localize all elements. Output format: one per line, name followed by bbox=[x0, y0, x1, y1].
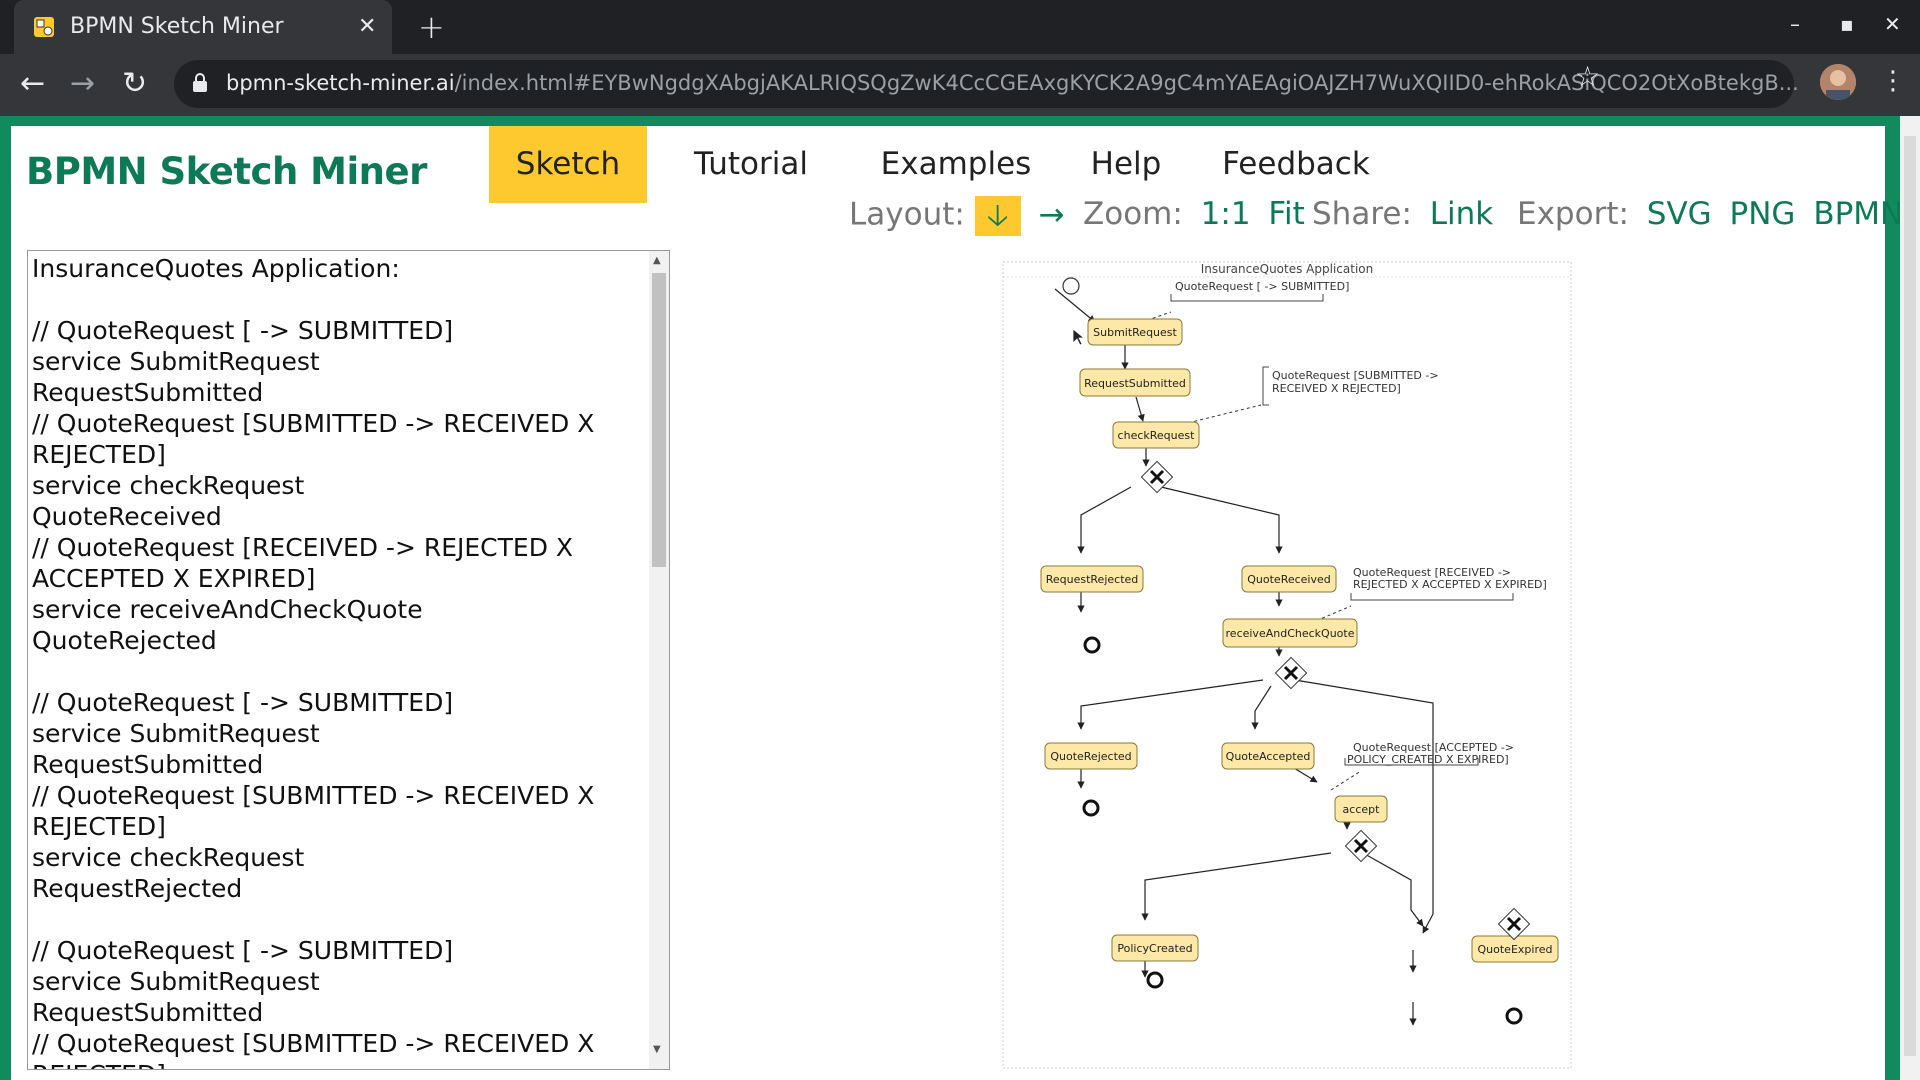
xor-gateway-3[interactable] bbox=[1344, 829, 1378, 863]
new-tab-icon[interactable]: + bbox=[418, 8, 445, 46]
end-event-3[interactable] bbox=[1146, 971, 1164, 989]
task-quote-received[interactable]: QuoteReceived bbox=[1241, 565, 1337, 593]
mouse-cursor-icon bbox=[1072, 328, 1086, 346]
url-text: bpmn-sketch-miner.ai/index.html#EYBwNgdg… bbox=[226, 71, 1799, 95]
page-scroll-thumb[interactable] bbox=[1904, 136, 1916, 1056]
bpmn-diagram: InsuranceQuotes Application bbox=[1002, 261, 1572, 1069]
svg-text:QuoteRequest [ -> SUBMITTED]: QuoteRequest [ -> SUBMITTED] bbox=[1175, 280, 1349, 293]
text-annotation-2: QuoteRequest [SUBMITTED -> RECEIVED X RE… bbox=[1262, 366, 1439, 406]
editor-content[interactable]: InsuranceQuotes Application: // QuoteReq… bbox=[32, 254, 595, 1069]
lock-icon bbox=[193, 73, 207, 92]
task-receive-and-check-quote[interactable]: receiveAndCheckQuote bbox=[1222, 618, 1358, 648]
layout-vertical-arrow-icon[interactable]: 🡣 bbox=[974, 196, 1021, 236]
export-controls: Export: SVG PNG BPMN bbox=[1517, 196, 1903, 232]
end-event-2[interactable] bbox=[1082, 799, 1100, 817]
start-event[interactable] bbox=[1062, 277, 1080, 295]
address-bar[interactable]: bpmn-sketch-miner.ai/index.html#EYBwNgdg… bbox=[174, 60, 1799, 108]
scroll-up-arrow-icon[interactable]: ▲ bbox=[653, 255, 661, 266]
app-brand[interactable]: BPMN Sketch Miner bbox=[26, 150, 427, 193]
task-quote-expired[interactable]: QuoteExpired bbox=[1471, 935, 1559, 963]
tab-title: BPMN Sketch Miner bbox=[70, 14, 284, 39]
svg-text:RequestRejected: RequestRejected bbox=[1046, 573, 1139, 586]
svg-text:QuoteReceived: QuoteReceived bbox=[1247, 573, 1331, 586]
task-policy-created[interactable]: PolicyCreated bbox=[1111, 934, 1199, 962]
export-bpmn-link[interactable]: BPMN bbox=[1813, 196, 1904, 232]
nav-tab-sketch[interactable]: Sketch bbox=[489, 126, 647, 203]
svg-text:checkRequest: checkRequest bbox=[1118, 429, 1196, 442]
profile-avatar[interactable] bbox=[1820, 64, 1856, 100]
editor-scrollbar[interactable]: ▲ ▼ bbox=[649, 251, 669, 1069]
xor-gateway-2[interactable] bbox=[1274, 656, 1308, 690]
svg-text:accept: accept bbox=[1343, 803, 1381, 816]
task-submit-request[interactable]: SubmitRequest bbox=[1087, 318, 1183, 346]
nav-tab-tutorial[interactable]: Tutorial bbox=[694, 146, 808, 182]
url-path: /index.html#EYBwNgdgXAbgjAKALRIQSQgZwK4C… bbox=[454, 71, 1799, 95]
pool-title: InsuranceQuotes Application bbox=[1201, 262, 1373, 276]
task-quote-accepted[interactable]: QuoteAccepted bbox=[1221, 742, 1315, 770]
zoom-fit-link[interactable]: Fit bbox=[1268, 196, 1305, 232]
bookmark-star-icon[interactable]: ☆ bbox=[1575, 60, 1601, 93]
app-content: BPMN Sketch Miner Sketch Tutorial Exampl… bbox=[11, 126, 1903, 1080]
svg-text:receiveAndCheckQuote: receiveAndCheckQuote bbox=[1226, 627, 1355, 640]
text-annotation-1: QuoteRequest [ -> SUBMITTED] bbox=[1170, 280, 1349, 302]
zoom-1to1-link[interactable]: 1:1 bbox=[1200, 196, 1251, 232]
task-quote-rejected[interactable]: QuoteRejected bbox=[1044, 742, 1138, 770]
back-icon[interactable]: ← bbox=[20, 66, 46, 101]
svg-text:SubmitRequest: SubmitRequest bbox=[1093, 326, 1177, 339]
sequence-flows bbox=[1054, 288, 1434, 1026]
task-request-rejected[interactable]: RequestRejected bbox=[1040, 565, 1144, 593]
nav-tab-help[interactable]: Help bbox=[1090, 146, 1162, 182]
end-event-4[interactable] bbox=[1505, 1007, 1523, 1025]
layout-controls: Layout: 🡣 → bbox=[849, 196, 1065, 236]
svg-text:REJECTED X ACCEPTED X EXPIRED]: REJECTED X ACCEPTED X EXPIRED] bbox=[1353, 578, 1547, 591]
page-scrollbar[interactable] bbox=[1900, 116, 1920, 1080]
svg-text:QuoteAccepted: QuoteAccepted bbox=[1226, 750, 1311, 763]
svg-text:RequestSubmitted: RequestSubmitted bbox=[1084, 377, 1186, 390]
layout-horizontal-arrow-icon[interactable]: → bbox=[1038, 196, 1065, 233]
svg-text:QuoteRequest [ACCEPTED ->: QuoteRequest [ACCEPTED -> bbox=[1353, 741, 1514, 754]
editor-scroll-thumb[interactable] bbox=[652, 273, 666, 567]
xor-gateway-1[interactable] bbox=[1140, 460, 1174, 494]
svg-text:POLICY_CREATED X EXPIRED]: POLICY_CREATED X EXPIRED] bbox=[1347, 753, 1509, 766]
xor-gateway-4[interactable] bbox=[1497, 907, 1531, 941]
nav-tab-feedback[interactable]: Feedback bbox=[1222, 146, 1370, 182]
forward-icon[interactable]: → bbox=[70, 66, 96, 101]
nav-tab-examples[interactable]: Examples bbox=[880, 146, 1032, 182]
text-annotation-3: QuoteRequest [RECEIVED -> REJECTED X ACC… bbox=[1350, 566, 1547, 601]
browser-tab-strip: BPMN Sketch Miner ✕ + – ▪ ✕ bbox=[0, 0, 1920, 54]
zoom-controls: Zoom: 1:1 Fit bbox=[1083, 196, 1305, 232]
reload-icon[interactable]: ↻ bbox=[122, 66, 148, 101]
maximize-icon[interactable]: ▪ bbox=[1840, 12, 1854, 36]
share-label: Share: bbox=[1312, 196, 1412, 232]
svg-text:QuoteExpired: QuoteExpired bbox=[1478, 943, 1553, 956]
sketch-text-editor[interactable]: InsuranceQuotes Application: // QuoteReq… bbox=[27, 250, 670, 1070]
browser-toolbar: ← → ↻ bpmn-sketch-miner.ai/index.html#EY… bbox=[0, 54, 1920, 116]
browser-tab[interactable]: BPMN Sketch Miner ✕ bbox=[14, 0, 392, 54]
close-window-icon[interactable]: ✕ bbox=[1884, 12, 1901, 36]
task-accept[interactable]: accept bbox=[1334, 795, 1388, 823]
task-check-request[interactable]: checkRequest bbox=[1112, 421, 1200, 449]
zoom-label: Zoom: bbox=[1083, 196, 1183, 232]
layout-label: Layout: bbox=[849, 196, 965, 233]
menu-dots-icon[interactable]: ⋮ bbox=[1880, 66, 1906, 96]
text-annotation-4: QuoteRequest [ACCEPTED -> POLICY_CREATED… bbox=[1344, 741, 1514, 766]
svg-text:PolicyCreated: PolicyCreated bbox=[1117, 942, 1192, 955]
share-link[interactable]: Link bbox=[1429, 196, 1494, 232]
share-controls: Share: Link bbox=[1312, 196, 1493, 232]
tab-close-icon[interactable]: ✕ bbox=[358, 14, 377, 39]
url-host: bpmn-sketch-miner.ai bbox=[226, 71, 455, 95]
export-svg-link[interactable]: SVG bbox=[1646, 196, 1712, 232]
svg-text:QuoteRejected: QuoteRejected bbox=[1050, 750, 1131, 763]
minimize-icon[interactable]: – bbox=[1790, 12, 1800, 36]
export-png-link[interactable]: PNG bbox=[1729, 196, 1796, 232]
task-request-submitted[interactable]: RequestSubmitted bbox=[1079, 368, 1191, 397]
app-page: BPMN Sketch Miner Sketch Tutorial Exampl… bbox=[0, 116, 1920, 1080]
scroll-down-arrow-icon[interactable]: ▼ bbox=[653, 1044, 661, 1055]
end-event-1[interactable] bbox=[1083, 636, 1101, 654]
app-favicon-icon bbox=[34, 17, 54, 37]
export-label: Export: bbox=[1517, 196, 1629, 232]
svg-text:QuoteRequest [RECEIVED ->: QuoteRequest [RECEIVED -> bbox=[1353, 566, 1511, 579]
svg-text:RECEIVED X REJECTED]: RECEIVED X REJECTED] bbox=[1272, 382, 1401, 395]
svg-text:QuoteRequest [SUBMITTED ->: QuoteRequest [SUBMITTED -> bbox=[1272, 369, 1439, 382]
